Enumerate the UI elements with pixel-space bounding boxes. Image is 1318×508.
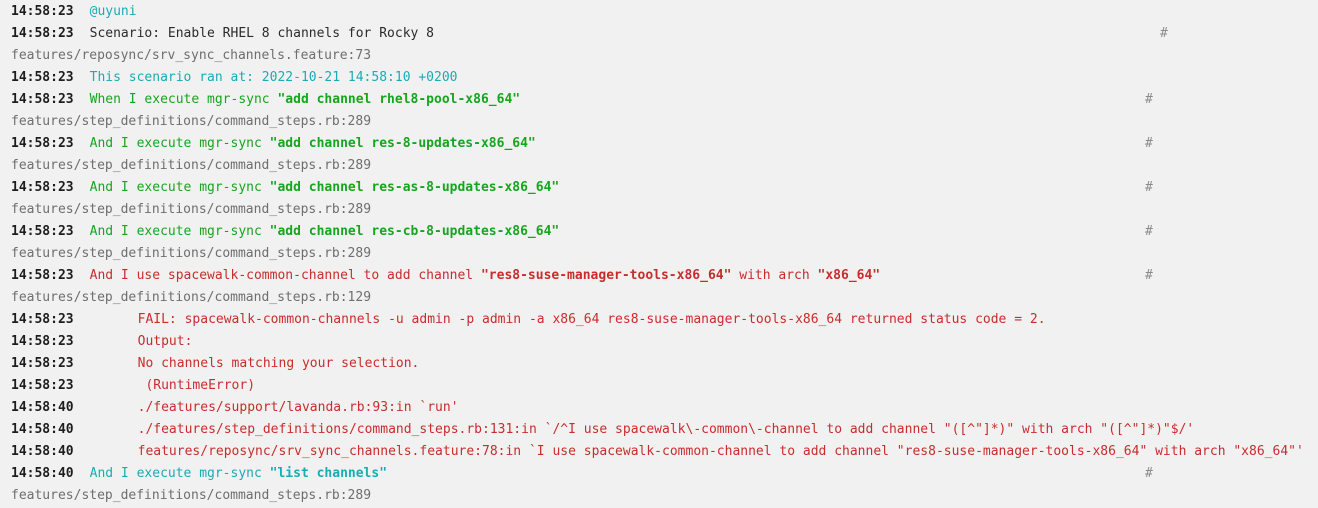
log-timestamp: 14:58:23	[11, 26, 74, 41]
log-timestamp: 14:58:23	[11, 180, 74, 195]
log-message-step: And I execute mgr-sync "add channel res-…	[90, 136, 536, 151]
log-message-error: Output:	[138, 334, 193, 349]
log-comment-marker: #	[1145, 466, 1153, 481]
log-comment-marker: #	[1145, 224, 1153, 239]
log-step-argument: "add channel res-8-updates-x86_64"	[269, 136, 536, 151]
log-line: 14:58:23 And I execute mgr-sync "add chan…	[0, 177, 1318, 199]
log-text: When I execute mgr-sync	[89, 92, 278, 107]
log-timestamp: 14:58:23	[11, 356, 74, 371]
log-text: ./features/step_definitions/command_step…	[137, 422, 1195, 437]
log-step-argument: "x86_64"	[817, 268, 881, 283]
log-step-argument: "add channel res-as-8-updates-x86_64"	[269, 180, 560, 195]
log-text: And I execute mgr-sync	[89, 136, 270, 151]
log-source-reference: features/step_definitions/command_steps.…	[11, 488, 372, 503]
log-line: 14:58:23 And I execute mgr-sync "add chan…	[0, 221, 1318, 243]
log-message-tag: @uyuni	[90, 4, 137, 19]
log-line: 14:58:23 And I use spacewalk-common-chann…	[0, 265, 1318, 287]
log-source-reference: features/step_definitions/command_steps.…	[11, 246, 372, 261]
log-message-step: And I use spacewalk-common-channel to ad…	[90, 268, 881, 283]
log-text: ./features/support/lavanda.rb:93:in `run…	[137, 400, 459, 415]
log-line: 14:58:23 Output:	[0, 331, 1318, 353]
log-timestamp: 14:58:40	[11, 400, 74, 415]
log-source-reference: features/reposync/srv_sync_channels.feat…	[11, 48, 372, 63]
log-step-argument: "list channels"	[269, 466, 388, 481]
log-text: And I execute mgr-sync	[89, 180, 270, 195]
log-message-error: ./features/support/lavanda.rb:93:in `run…	[138, 400, 459, 415]
log-comment-marker: #	[1160, 26, 1168, 41]
log-source-reference: features/step_definitions/command_steps.…	[11, 158, 372, 173]
log-comment-marker: #	[1145, 268, 1153, 283]
log-message-step: And I execute mgr-sync "add channel res-…	[90, 224, 560, 239]
log-line: 14:58:40 ./features/step_definitions/comm…	[0, 419, 1318, 441]
log-line: 14:58:23 This scenario ran at: 2022-10-21…	[0, 67, 1318, 89]
log-line: 14:58:23 No channels matching your select…	[0, 353, 1318, 375]
log-timestamp: 14:58:23	[11, 70, 74, 85]
log-line: 14:58:23 Scenario: Enable RHEL 8 channels…	[0, 23, 1318, 45]
log-text: And I execute mgr-sync	[89, 466, 270, 481]
log-timestamp: 14:58:23	[11, 334, 74, 349]
log-text: @uyuni	[89, 4, 137, 19]
log-message-step: And I execute mgr-sync "list channels"	[90, 466, 387, 481]
log-step-argument: "res8-suse-manager-tools-x86_64"	[480, 268, 732, 283]
log-source-reference: features/step_definitions/command_steps.…	[11, 114, 372, 129]
log-message-error: No channels matching your selection.	[138, 356, 420, 371]
log-source-reference: features/step_definitions/command_steps.…	[11, 202, 372, 217]
log-message-error: (RuntimeError)	[138, 378, 255, 393]
log-timestamp: 14:58:40	[11, 444, 74, 459]
log-line: 14:58:23 FAIL: spacewalk-common-channels …	[0, 309, 1318, 331]
log-timestamp: 14:58:23	[11, 312, 74, 327]
log-message-error: ./features/step_definitions/command_step…	[138, 422, 1195, 437]
log-line: 14:58:40 features/reposync/srv_sync_chann…	[0, 441, 1318, 463]
log-text: And I execute mgr-sync	[89, 224, 270, 239]
log-timestamp: 14:58:23	[11, 136, 74, 151]
log-text: This scenario ran at: 2022-10-21 14:58:1…	[89, 70, 458, 85]
log-text: FAIL: spacewalk-common-channels -u admin…	[137, 312, 1046, 327]
log-step-argument: "add channel res-cb-8-updates-x86_64"	[269, 224, 560, 239]
log-message-error: features/reposync/srv_sync_channels.feat…	[138, 444, 1304, 459]
log-timestamp: 14:58:23	[11, 4, 74, 19]
log-comment-marker: #	[1145, 92, 1153, 107]
log-timestamp: 14:58:23	[11, 378, 74, 393]
log-text: Output:	[137, 334, 193, 349]
log-message-info: This scenario ran at: 2022-10-21 14:58:1…	[90, 70, 458, 85]
log-line: 14:58:40 ./features/support/lavanda.rb:93…	[0, 397, 1318, 419]
log-timestamp: 14:58:40	[11, 422, 74, 437]
log-timestamp: 14:58:23	[11, 268, 74, 283]
log-text: No channels matching your selection.	[137, 356, 420, 371]
log-message-scenario: Scenario: Enable RHEL 8 channels for Roc…	[90, 26, 434, 41]
log-line: 14:58:40 And I execute mgr-sync "list cha…	[0, 463, 1318, 485]
log-source-reference: features/step_definitions/command_steps.…	[11, 290, 372, 305]
log-comment-marker: #	[1145, 136, 1153, 151]
log-text: (RuntimeError)	[137, 378, 256, 393]
log-timestamp: 14:58:23	[11, 92, 74, 107]
log-step-argument: "add channel rhel8-pool-x86_64"	[277, 92, 521, 107]
log-message-step: When I execute mgr-sync "add channel rhe…	[90, 92, 520, 107]
log-line: 14:58:23 @uyuni	[0, 1, 1318, 23]
log-comment-marker: #	[1145, 180, 1153, 195]
log-line: 14:58:23 (RuntimeError)	[0, 375, 1318, 397]
log-text: Scenario: Enable RHEL 8 channels for Roc…	[89, 26, 434, 41]
log-line: 14:58:23 When I execute mgr-sync "add cha…	[0, 89, 1318, 111]
log-line: 14:58:23 And I execute mgr-sync "add chan…	[0, 133, 1318, 155]
log-timestamp: 14:58:40	[11, 466, 74, 481]
log-message-error: FAIL: spacewalk-common-channels -u admin…	[138, 312, 1046, 327]
log-text: And I use spacewalk-common-channel to ad…	[89, 268, 481, 283]
log-message-step: And I execute mgr-sync "add channel res-…	[90, 180, 560, 195]
log-text: with arch	[731, 268, 818, 283]
log-text: features/reposync/srv_sync_channels.feat…	[137, 444, 1304, 459]
log-timestamp: 14:58:23	[11, 224, 74, 239]
